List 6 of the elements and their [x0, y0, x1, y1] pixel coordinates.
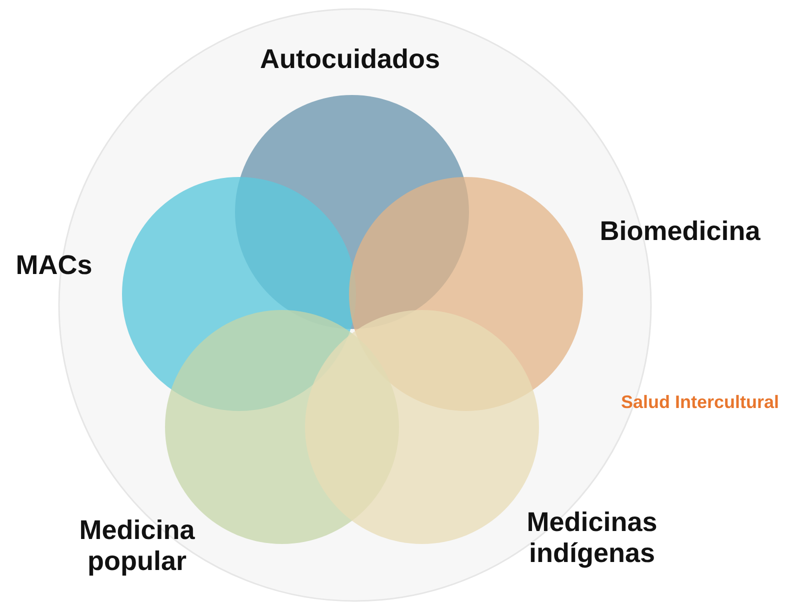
circle-label: MACs: [14, 250, 94, 281]
circle-label: Biomedicina: [598, 216, 762, 247]
circle-label: Autocuidados: [259, 44, 441, 75]
circle-label: Medicina popular: [78, 515, 196, 577]
diagram-title-label: Salud Intercultural: [620, 391, 780, 414]
circle-label: Medicinas indígenas: [526, 507, 658, 569]
